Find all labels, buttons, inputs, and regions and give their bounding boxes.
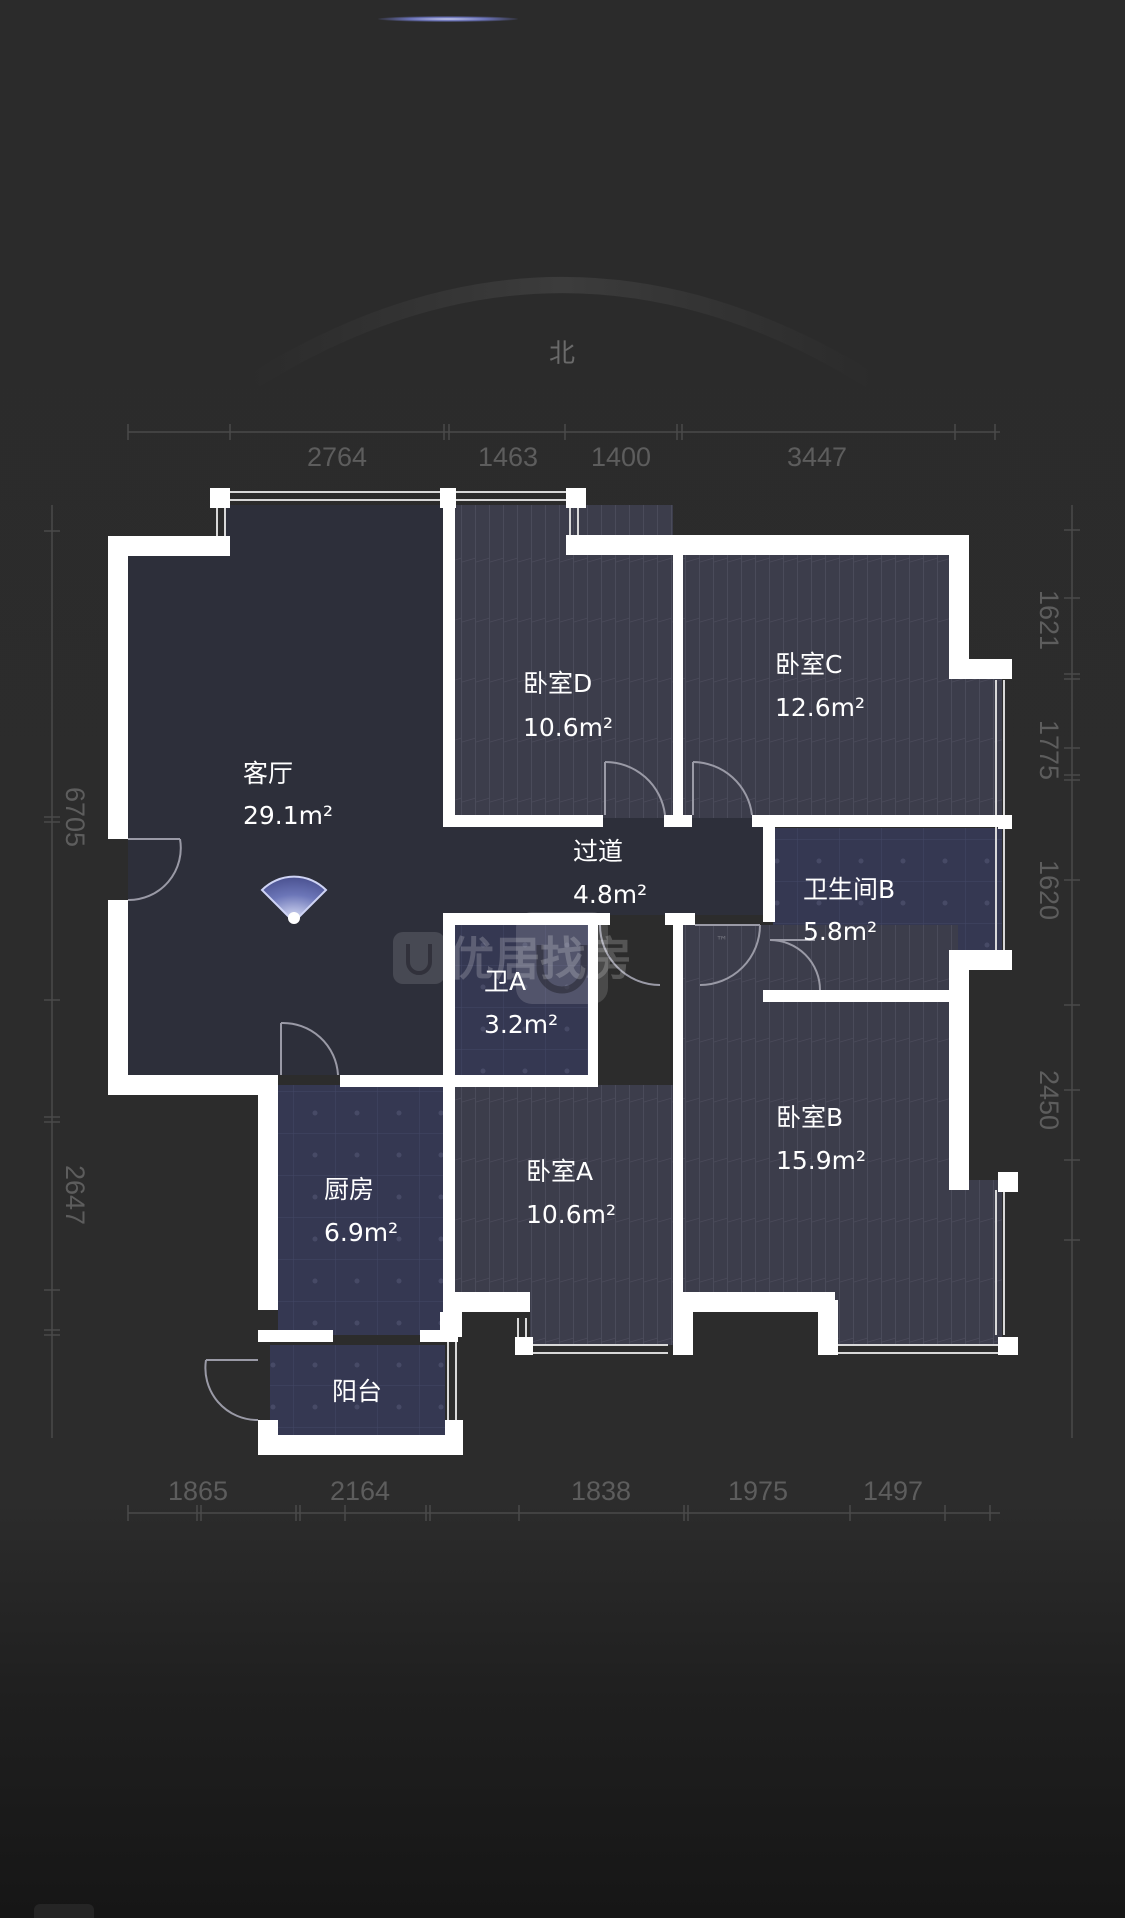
room-name-bedroom-d: 卧室D	[523, 669, 592, 698]
watermark: 优居找房 ™	[393, 912, 728, 1004]
floor-living-room	[128, 505, 445, 1075]
room-area-bathroom-a: 3.2m²	[484, 1010, 558, 1039]
dim-bottom-4: 1975	[728, 1476, 788, 1506]
room-floors	[128, 505, 1002, 1435]
compass-arc	[250, 277, 875, 387]
dimension-right	[1064, 505, 1080, 1438]
dim-left-2: 2647	[60, 1165, 90, 1225]
floor-bedroom-b	[682, 925, 1002, 1345]
room-name-kitchen: 厨房	[324, 1175, 374, 1204]
room-name-bathroom-a: 卫A	[484, 967, 526, 996]
dim-top-2: 1463	[478, 442, 538, 472]
floor-balcony	[270, 1345, 445, 1435]
dim-right-3: 1620	[1034, 860, 1064, 920]
floor-corridor	[445, 818, 765, 915]
door-bathroom-b[interactable]	[769, 939, 821, 991]
compass-north-label: 北	[549, 339, 575, 369]
room-labels: 客厅 29.1m² 卧室D 10.6m² 卧室C 12.6m² 过道 4.8m²…	[243, 650, 895, 1406]
compass: 北	[250, 277, 875, 387]
dim-top-3: 1400	[591, 442, 651, 472]
room-area-bedroom-b: 15.9m²	[776, 1146, 866, 1175]
room-name-bedroom-b: 卧室B	[776, 1103, 843, 1132]
walls	[108, 488, 1018, 1455]
room-name-bedroom-c: 卧室C	[775, 650, 842, 679]
dimension-top	[127, 424, 1000, 440]
floor-bathroom-a	[455, 925, 593, 1075]
door-bedroom-d[interactable]	[604, 760, 666, 816]
dim-right-4: 2450	[1034, 1070, 1064, 1130]
room-name-bedroom-a: 卧室A	[526, 1157, 593, 1186]
door-kitchen[interactable]	[280, 1021, 339, 1076]
dimension-left	[44, 505, 60, 1438]
room-name-living: 客厅	[243, 759, 293, 788]
room-name-corridor: 过道	[573, 837, 623, 866]
dim-bottom-5: 1497	[863, 1476, 923, 1506]
bottom-app-logo	[34, 1904, 94, 1918]
floor-kitchen	[278, 1085, 443, 1335]
dim-bottom-2: 2164	[330, 1476, 390, 1506]
room-area-kitchen: 6.9m²	[324, 1218, 398, 1247]
dim-bottom-1: 1865	[168, 1476, 228, 1506]
top-indicator-glow	[378, 16, 518, 22]
camera-viewpoint-icon[interactable]	[260, 875, 328, 924]
floor-bedroom-a	[455, 1085, 673, 1345]
door-bedroom-c[interactable]	[692, 761, 753, 816]
room-name-balcony: 阳台	[332, 1377, 382, 1406]
dim-bottom-3: 1838	[571, 1476, 631, 1506]
room-area-bedroom-d: 10.6m²	[523, 713, 613, 742]
floor-bedroom-d	[455, 505, 673, 818]
dim-right-2: 1775	[1034, 720, 1064, 780]
dimension-bottom	[127, 1505, 1000, 1521]
room-area-bedroom-a: 10.6m²	[526, 1200, 616, 1229]
watermark-text: 优居找房	[448, 932, 632, 986]
door-living-room-west[interactable]	[127, 838, 182, 902]
room-area-bathroom-b: 5.8m²	[803, 917, 877, 946]
watermark-logo-icon	[406, 944, 432, 975]
room-area-corridor: 4.8m²	[573, 880, 647, 909]
doors	[127, 760, 821, 1422]
dim-right-1: 1621	[1034, 590, 1064, 650]
dim-top-1: 2764	[307, 442, 367, 472]
door-bathroom-a[interactable]	[599, 924, 661, 986]
door-bedroom-b[interactable]	[695, 924, 761, 986]
room-name-bathroom-b: 卫生间B	[803, 875, 895, 904]
floor-bedroom-c	[682, 555, 1002, 818]
dim-top-4: 3447	[787, 442, 847, 472]
dim-left-1: 6705	[60, 787, 90, 847]
door-balcony[interactable]	[204, 1359, 259, 1422]
watermark-tm: ™	[716, 934, 728, 948]
room-area-living: 29.1m²	[243, 801, 333, 830]
room-area-bedroom-c: 12.6m²	[775, 693, 865, 722]
